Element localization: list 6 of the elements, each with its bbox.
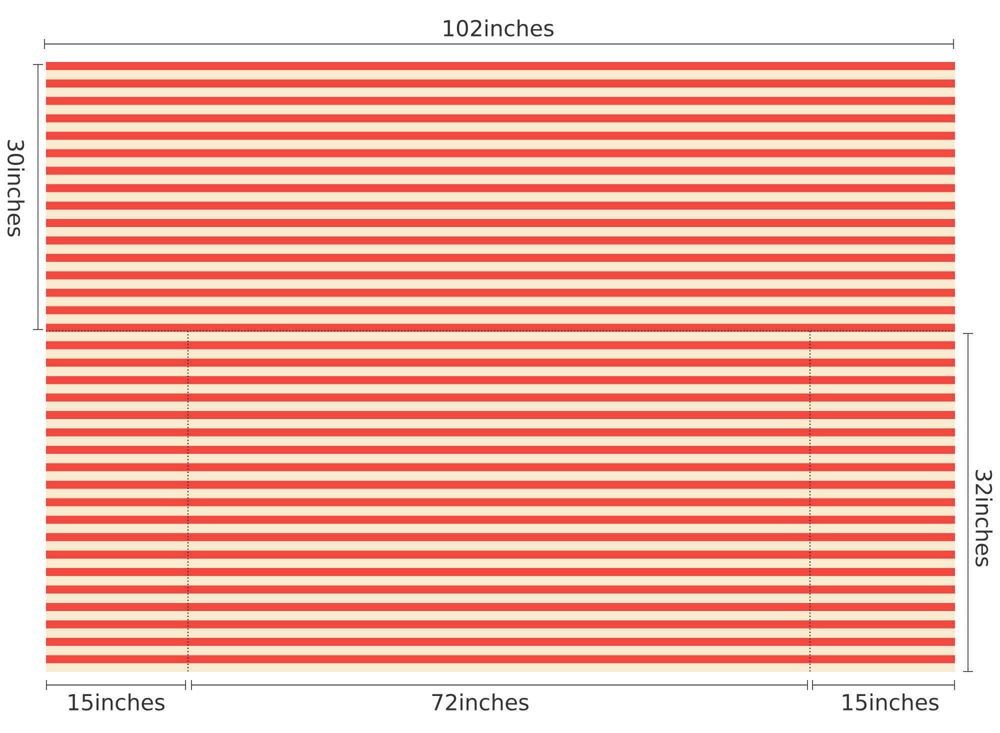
dimension-label: 15inches (842, 694, 938, 711)
dimension-label: 30inches (7, 140, 25, 236)
dimension-label: 72inches (432, 694, 528, 711)
dimension-label: 32inches (976, 470, 993, 566)
dimension-label: 15inches (68, 694, 164, 711)
dimension-label: 102inches (444, 19, 554, 37)
